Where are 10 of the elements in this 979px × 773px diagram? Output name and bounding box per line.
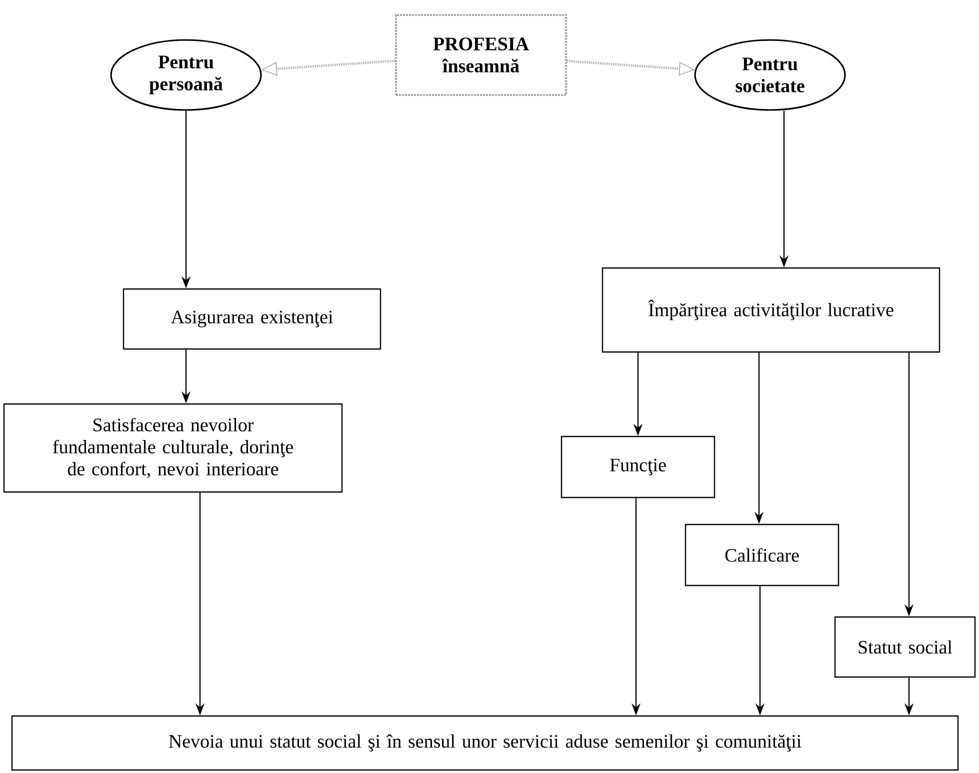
process-box: Calificare	[684, 524, 840, 586]
process-box: Funcţie	[560, 436, 716, 498]
process-box: Asigurarea existenţei	[122, 288, 382, 350]
process-box: Statut social	[834, 616, 976, 678]
oval: Pentru societate	[694, 39, 846, 111]
process-box: Împărţirea activităţilor lucrative	[602, 267, 940, 353]
process-box: Nevoia unui statut social şi în sensul unor servicii aduse semenilor şi comunităţii	[11, 715, 959, 771]
process-box: Satisfacerea nevoilor fundamentale culturale, dorinţe de confort, nevoi interioare	[3, 403, 343, 493]
title-box: PROFESIA înseamnă	[395, 14, 567, 96]
oval: Pentru persoană	[110, 39, 262, 111]
